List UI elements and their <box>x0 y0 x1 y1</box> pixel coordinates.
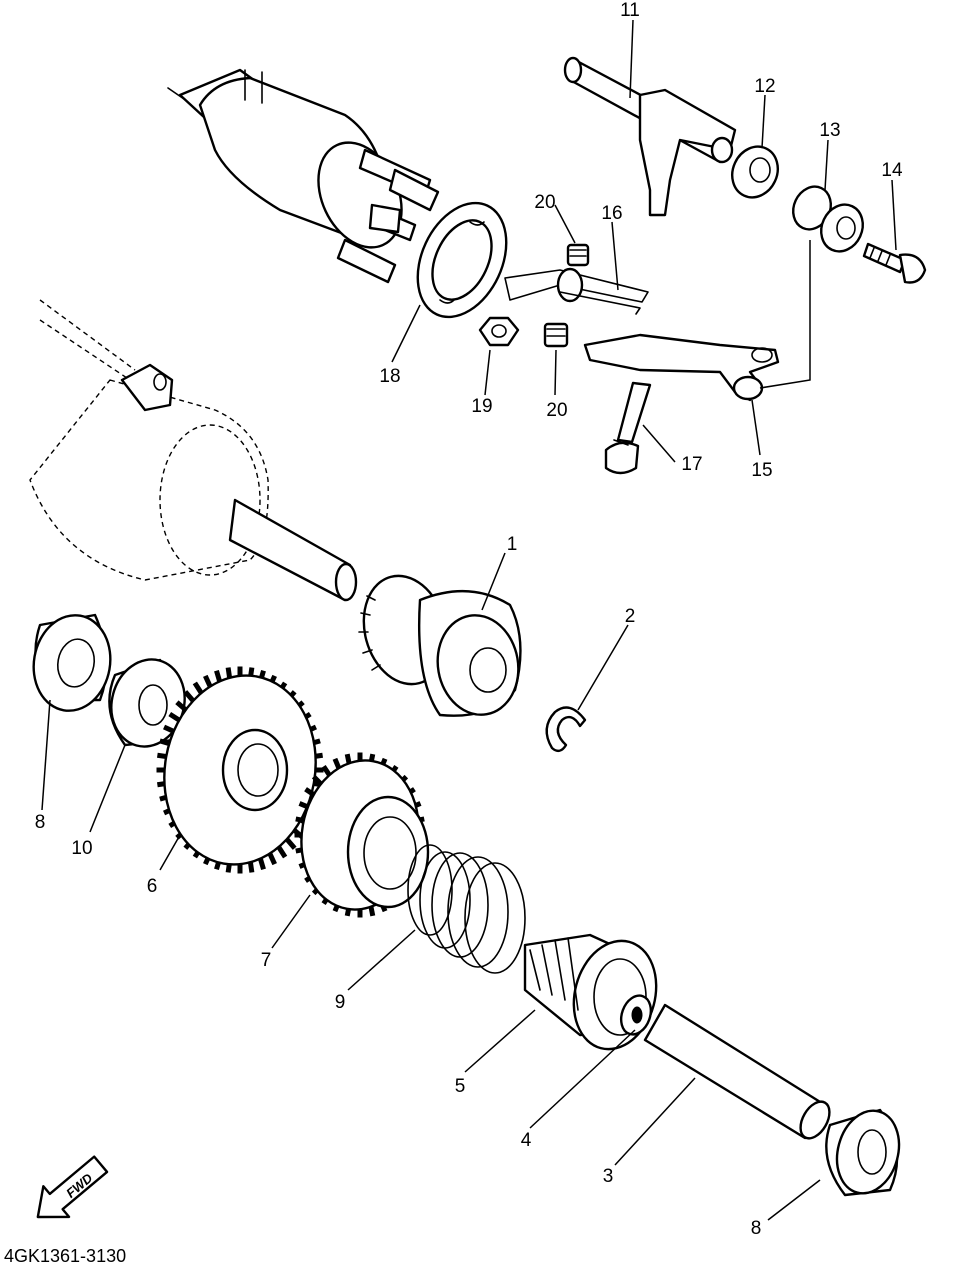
callout-14: 14 <box>881 160 903 181</box>
part-12-washer <box>731 145 779 199</box>
part-4-washer <box>619 994 653 1036</box>
fwd-arrow-icon: FWD <box>36 1155 109 1219</box>
callout-2: 2 <box>625 606 636 627</box>
gear-tooth <box>175 700 190 714</box>
callout-19: 19 <box>471 396 492 417</box>
gear-tooth <box>168 711 183 724</box>
part-20-bushing-upper <box>566 243 590 267</box>
part-1-starter-clutch <box>358 574 522 717</box>
part-13-collar <box>792 185 864 253</box>
callout-6: 6 <box>147 876 158 897</box>
callout-8-right: 8 <box>751 1218 762 1239</box>
part-16-spring <box>504 267 649 315</box>
callout-15: 15 <box>751 460 772 481</box>
callout-1: 1 <box>507 534 518 555</box>
part-19-nut <box>478 316 520 347</box>
callout-18: 18 <box>379 366 400 387</box>
starter-motor-housing <box>29 299 358 602</box>
starter-solenoid <box>167 68 440 284</box>
part-8-bearing-left <box>32 613 112 712</box>
drawing-code: 4GK1361-3130 <box>4 1246 126 1266</box>
part-17-pin <box>604 381 652 475</box>
callout-20-upper: 20 <box>534 192 555 213</box>
callout-5: 5 <box>455 1076 466 1097</box>
gear-tooth <box>203 674 214 690</box>
callout-3: 3 <box>603 1166 614 1187</box>
callout-10: 10 <box>71 838 92 859</box>
gear-tooth <box>283 836 297 850</box>
part-3-shaft <box>643 1003 831 1140</box>
part-18-gasket <box>416 201 508 319</box>
callout-9: 9 <box>335 992 346 1013</box>
part-9-spring <box>407 844 526 974</box>
part-15-lever <box>583 333 780 402</box>
callout-11: 11 <box>620 0 640 21</box>
gear-tooth <box>183 690 197 704</box>
part-14-bolt <box>862 242 927 284</box>
gear-tooth <box>266 850 277 866</box>
callout-7: 7 <box>261 950 272 971</box>
part-2-circlip <box>545 706 587 753</box>
callout-20-lower: 20 <box>546 400 567 421</box>
callout-17: 17 <box>681 454 702 475</box>
gear-tooth <box>321 765 333 779</box>
gear-tooth <box>192 681 205 697</box>
callout-12: 12 <box>754 76 775 97</box>
part-11-shift-shaft <box>563 56 737 217</box>
callout-8-left: 8 <box>35 812 46 833</box>
gear-tooth <box>275 843 288 859</box>
part-8-bearing-right <box>825 1108 901 1197</box>
callout-4: 4 <box>521 1130 532 1151</box>
leader-lines <box>41 19 897 1221</box>
callout-16: 16 <box>601 203 622 224</box>
callout-13: 13 <box>819 120 840 141</box>
part-20-bushing-lower <box>543 322 569 348</box>
callout-labels: 11 12 13 14 20 16 18 19 20 17 15 1 2 8 1… <box>35 0 903 1239</box>
